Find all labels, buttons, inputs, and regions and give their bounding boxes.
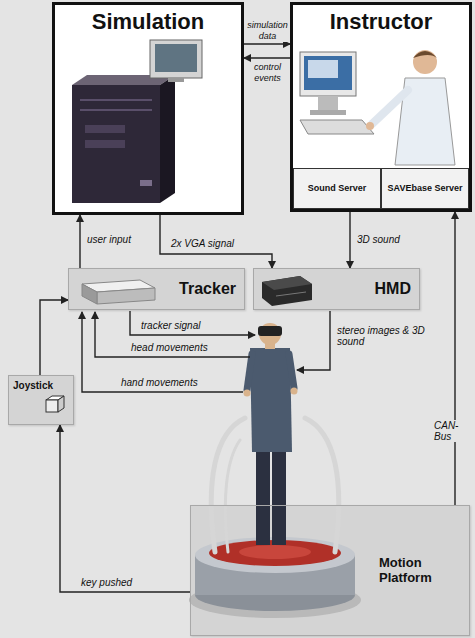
simulation-computer: [72, 40, 202, 203]
connector-arrow: [244, 43, 290, 44]
server-box: Sound Server: [293, 168, 381, 209]
server-box: SAVEbase Server: [381, 168, 469, 209]
edge-label: 3D sound: [356, 234, 401, 245]
edge-label: 2x VGA signal: [170, 238, 235, 249]
node-label: Tracker: [179, 280, 236, 298]
edge-label: CAN-Bus: [433, 420, 475, 442]
node-label: Instructor: [330, 9, 433, 34]
connector-arrow: [349, 212, 350, 268]
connector-arrow: [244, 57, 290, 58]
system-box: InstructorSound Server SAVEbase Server: [290, 2, 472, 212]
connector-arrow: [60, 425, 190, 592]
device-box: HMD: [253, 268, 420, 310]
hmd-device: [262, 276, 312, 306]
signal-label: head movements: [130, 342, 209, 353]
node-label: Simulation: [92, 9, 204, 34]
edge-label: key pushed: [80, 577, 133, 588]
signal-label: stereo images & 3D sound: [336, 325, 438, 347]
device-box: Tracker: [68, 268, 245, 310]
node-label: SAVEbase Server: [388, 183, 463, 193]
joystick-icon: [46, 396, 64, 412]
instructor-workstation: [300, 50, 455, 165]
user-figure: [244, 323, 298, 545]
connector-arrow: [160, 215, 272, 268]
node-label: Motion Platform: [379, 556, 459, 586]
platform-box: Motion Platform: [190, 505, 470, 636]
tracker-device: [82, 280, 155, 304]
edge-label: simulation data: [245, 20, 290, 42]
node-label: HMD: [375, 280, 411, 298]
signal-label: hand movements: [120, 377, 199, 388]
device-box: Joystick: [8, 375, 74, 425]
connector-arrow: [79, 215, 80, 268]
connector-arrow: [454, 212, 455, 505]
connector-arrow: [40, 300, 68, 375]
signal-label: tracker signal: [140, 320, 201, 331]
system-box: Simulation: [52, 2, 244, 215]
edge-label: user input: [86, 234, 132, 245]
signal-wires: [82, 311, 330, 392]
node-label: Sound Server: [308, 183, 367, 193]
node-label: Joystick: [13, 380, 53, 392]
edge-label: control events: [245, 62, 290, 84]
